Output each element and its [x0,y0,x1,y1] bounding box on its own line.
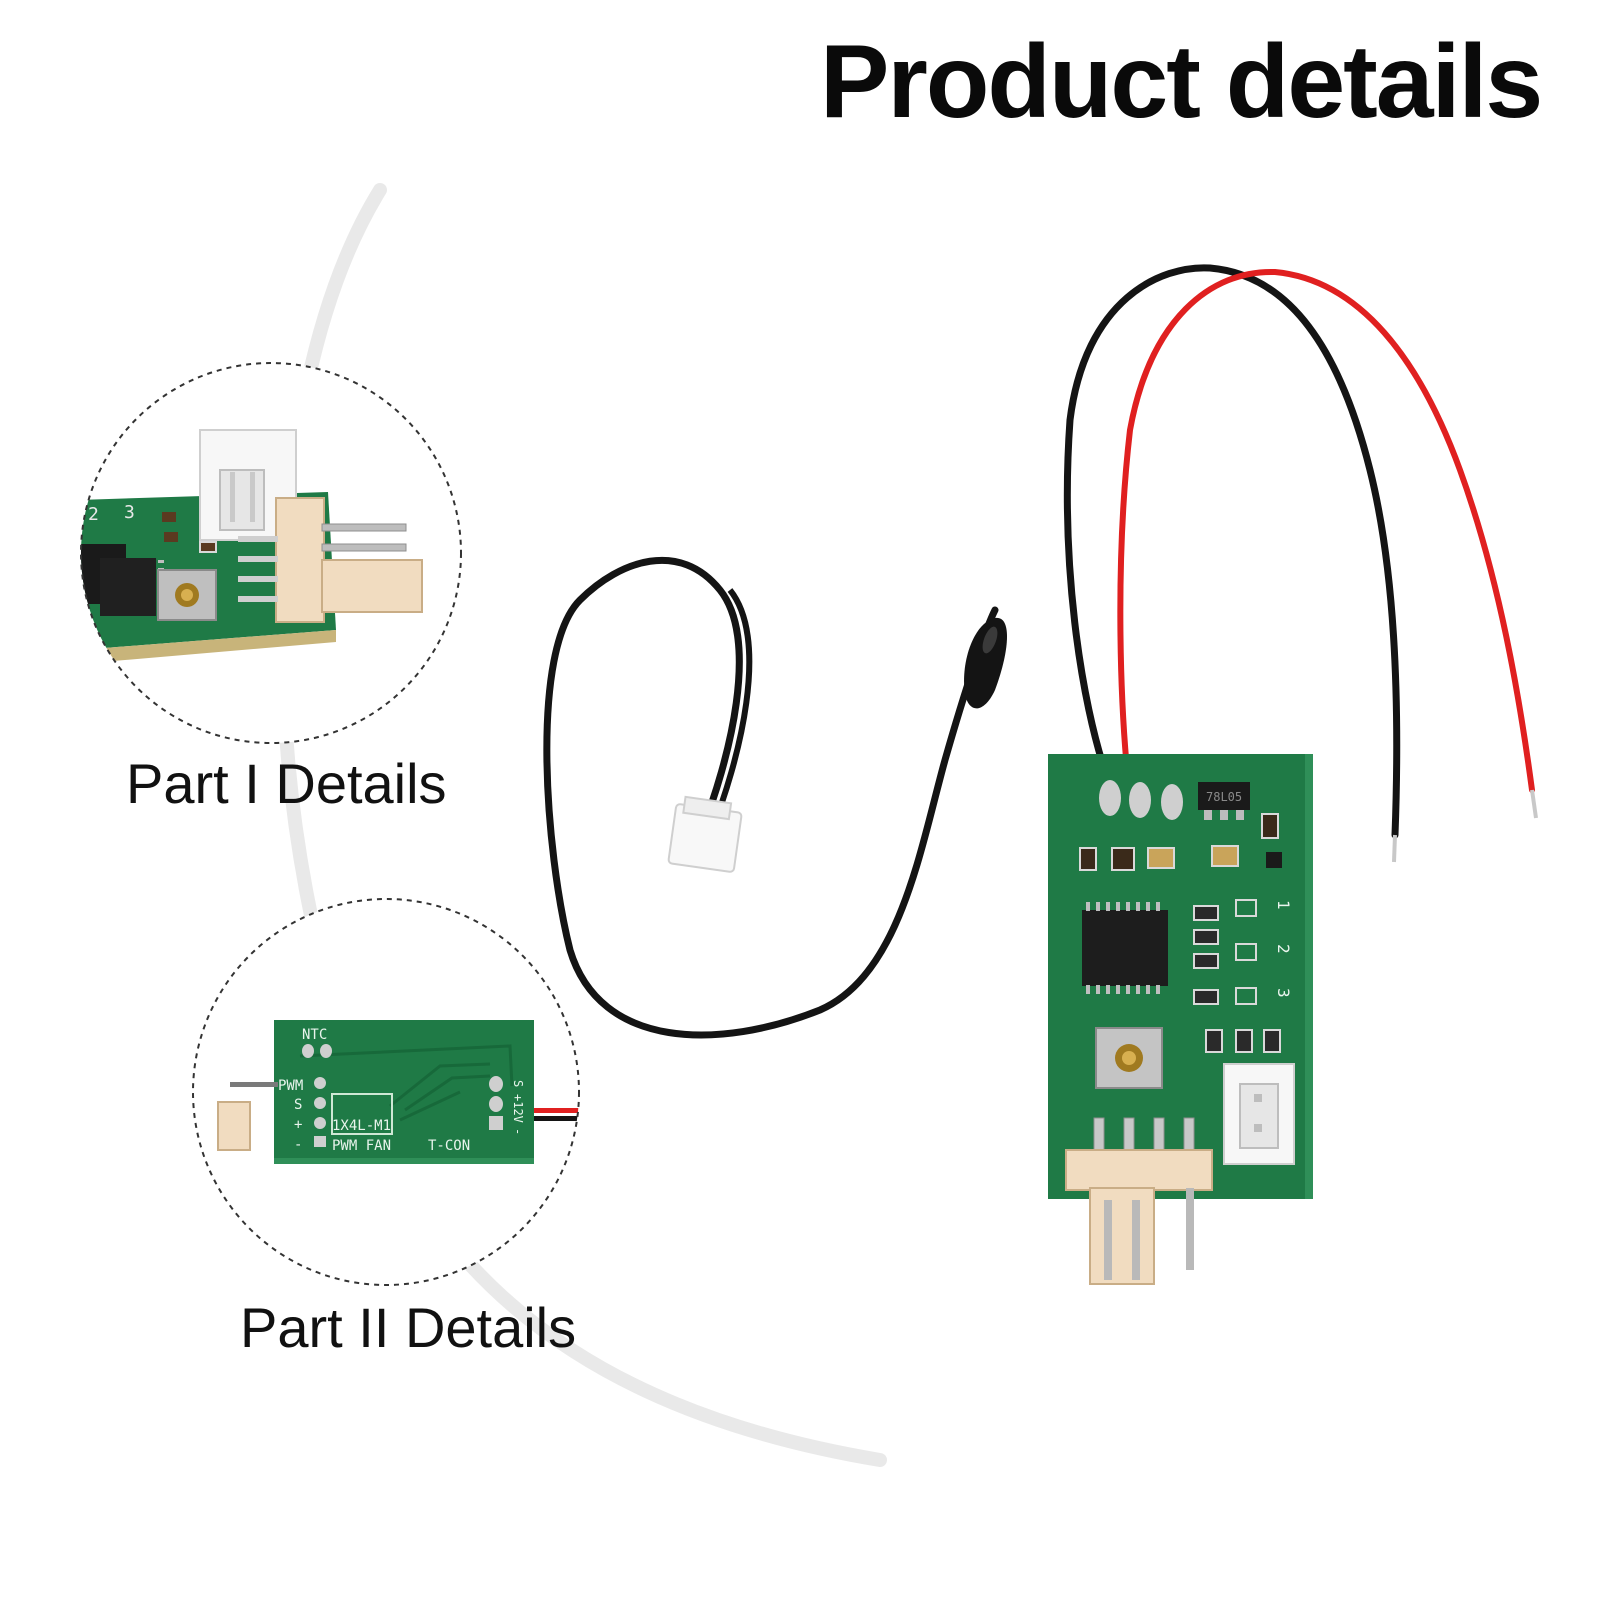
part1-channel-2-label: 2 [88,504,99,525]
page-title: Product details [820,24,1543,140]
part1-detail-photo: 2 3 [78,360,464,746]
power-plus-label: +12V [511,1094,525,1123]
channel-3-label: 3 [1274,988,1293,998]
pwm-fan-label: PWM FAN [332,1138,391,1154]
t-con-label: T-CON [428,1138,470,1154]
part1-channel-3-label: 3 [124,502,135,523]
minus-label: - [294,1137,302,1153]
s-label: S [294,1097,302,1113]
pwm-label: PWM [278,1078,303,1094]
part2-caption: Part II Details [240,1296,577,1359]
channel-1-label: 1 [1274,900,1293,910]
channel-2-label: 2 [1274,944,1293,954]
power-s-label: S [511,1080,525,1087]
part2-detail-photo: NTC PWM S + - 1X4L-M1 PWM FAN T-CON S +1… [190,896,582,1288]
regulator-label: 78L05 [1206,790,1242,804]
plus-label: + [294,1117,302,1133]
power-minus-label: - [511,1128,525,1135]
model-label: 1X4L-M1 [332,1118,391,1134]
part1-caption: Part I Details [126,752,447,815]
ntc-label: NTC [302,1027,327,1043]
